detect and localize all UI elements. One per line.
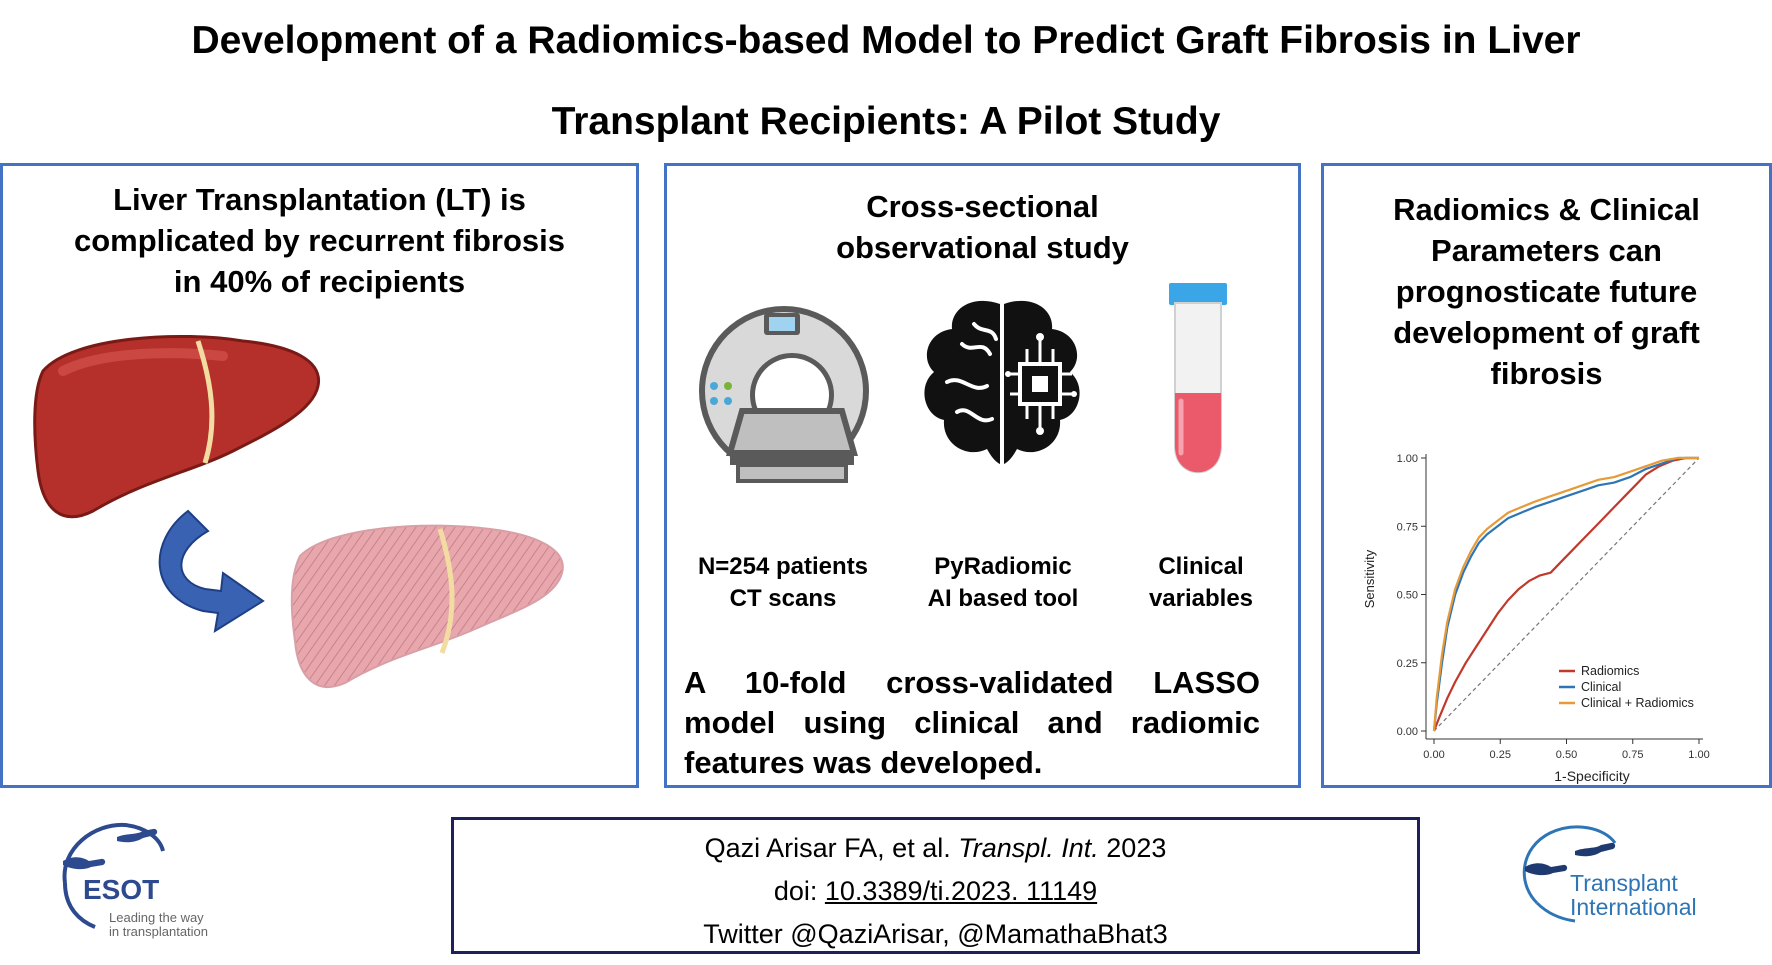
panel-mid-heading: Cross-sectional observational study bbox=[836, 189, 1129, 265]
roc-reference-line bbox=[1433, 457, 1700, 732]
roc-y-tick-label: 0.50 bbox=[1397, 590, 1418, 602]
roc-legend-label: Radiomics bbox=[1581, 664, 1639, 678]
panel-lt-fibrosis: Liver Transplantation (LT) is complicate… bbox=[0, 163, 639, 788]
roc-legend-label: Clinical + Radiomics bbox=[1581, 696, 1694, 710]
citation-journal: Transpl. Int. bbox=[958, 833, 1099, 863]
roc-diagonal bbox=[1433, 457, 1700, 732]
roc-chart: 0.00 0.25 0.50 0.75 1.00 0.00 0.25 0.50 0.75 1.00… bbox=[1362, 453, 1710, 784]
esot-tagline-1: Leading the way bbox=[109, 910, 204, 925]
curved-arrow-icon bbox=[158, 509, 265, 634]
citation-box: Qazi Arisar FA, et al. Transpl. Int. 202… bbox=[451, 817, 1420, 954]
lasso-conclusion: A 10-fold cross-validated LASSO model us… bbox=[684, 665, 1260, 780]
roc-x-tick-label: 0.00 bbox=[1423, 749, 1444, 761]
ti-line-1: Transplant bbox=[1570, 870, 1678, 896]
title-line-2: Transplant Recipients: A Pilot Study bbox=[551, 100, 1221, 143]
panel-prognosis: Radiomics & Clinical Parameters can prog… bbox=[1321, 163, 1772, 788]
transplant-international-logo: Transplant International bbox=[1522, 825, 1697, 923]
roc-series-1 bbox=[1432, 456, 1699, 732]
panel-study-design: Cross-sectional observational study N=25… bbox=[664, 163, 1301, 788]
item-ct-scans-label: N=254 patients CT scans bbox=[697, 553, 869, 612]
roc-x-tick-label: 1.00 bbox=[1688, 749, 1709, 761]
esot-tagline-2: in transplantation bbox=[109, 924, 208, 939]
roc-series-0 bbox=[1432, 456, 1699, 732]
roc-series-2 bbox=[1432, 456, 1699, 732]
roc-y-tick-label: 0.25 bbox=[1397, 658, 1418, 670]
panel-left-heading: Liver Transplantation (LT) is complicate… bbox=[74, 182, 565, 299]
roc-x-tick-label: 0.75 bbox=[1622, 749, 1643, 761]
roc-x-tick-label: 0.25 bbox=[1490, 749, 1511, 761]
roc-y-tick-label: 0.00 bbox=[1397, 726, 1418, 738]
page-title: Development of a Radiomics-based Model t… bbox=[0, 0, 1772, 162]
citation-doi-line: doi: 10.3389/ti.2023. 11149 bbox=[773, 876, 1098, 906]
esot-name: ESOT bbox=[83, 874, 159, 905]
citation-authors-line: Qazi Arisar FA, et al. Transpl. Int. 202… bbox=[704, 833, 1167, 863]
roc-y-tick-label: 0.75 bbox=[1397, 521, 1418, 533]
roc-x-axis-label: 1-Specificity bbox=[1554, 768, 1629, 784]
panel-right-heading: Radiomics & Clinical Parameters can prog… bbox=[1393, 192, 1700, 391]
roc-legend-label: Clinical bbox=[1581, 680, 1621, 694]
ct-scanner-icon bbox=[699, 306, 869, 483]
roc-x-tick-label: 0.50 bbox=[1556, 749, 1577, 761]
roc-series bbox=[1432, 456, 1699, 732]
fibrotic-liver-icon bbox=[290, 524, 564, 688]
healthy-liver-icon bbox=[33, 334, 321, 519]
roc-y-axis-label: Sensitivity bbox=[1362, 549, 1377, 608]
doi-link[interactable]: 10.3389/ti.2023. 11149 bbox=[824, 876, 1098, 906]
ti-line-2: International bbox=[1570, 894, 1697, 920]
roc-axes: 0.00 0.25 0.50 0.75 1.00 0.00 0.25 0.50 0.75 1.00 bbox=[1397, 453, 1710, 761]
roc-y-tick-label: 1.00 bbox=[1397, 453, 1418, 465]
item-clinical-variables-label: Clinical variables bbox=[1148, 553, 1254, 612]
item-pyradiomic-label: PyRadiomic AI based tool bbox=[927, 553, 1079, 612]
esot-logo: ESOT Leading the way in transplantation bbox=[62, 822, 208, 939]
test-tube-icon bbox=[1169, 283, 1227, 474]
title-line-1: Development of a Radiomics-based Model t… bbox=[191, 19, 1581, 62]
citation-twitter: Twitter @QaziArisar, @MamathaBhat3 bbox=[703, 919, 1168, 949]
ai-brain-icon bbox=[924, 300, 1080, 464]
